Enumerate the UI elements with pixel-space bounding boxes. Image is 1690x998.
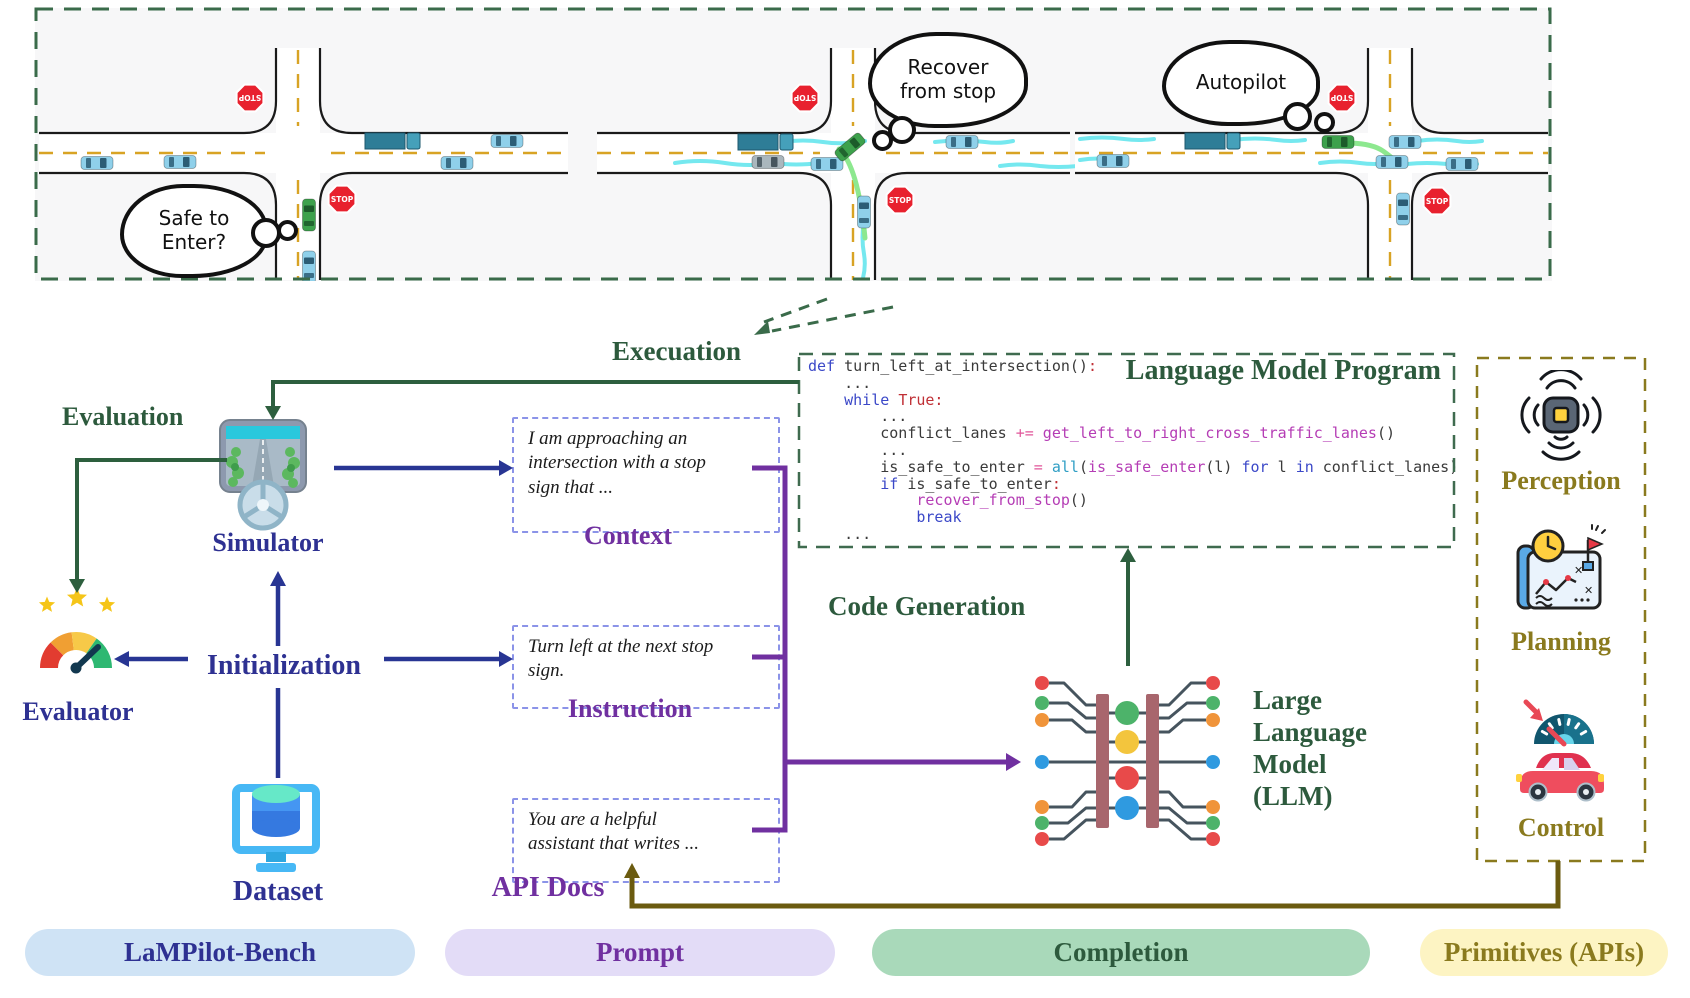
simulator-label: Simulator [212,528,324,557]
svg-text:✕: ✕ [1584,584,1593,597]
svg-text:STOP: STOP [889,196,912,205]
bubble-puff [277,220,298,241]
llm-label-line: (LLM) [1253,781,1333,811]
initialization-label: Initialization [206,650,361,681]
bubble-puff [872,130,893,151]
llm-network-icon [1035,676,1220,846]
svg-text:STOP: STOP [331,195,354,204]
execution-dashed-pointer [763,297,894,333]
bubble-text: Enter? [161,230,227,254]
pill-completion: Completion [872,929,1370,976]
arrowhead [754,321,770,335]
code-generation-label: Code Generation [828,591,1026,621]
program-title: Language Model Program [1125,355,1441,386]
perception-sensor-icon [1520,370,1602,461]
language-model-program-box: Language Model Program def turn_left_at_… [798,353,1458,548]
arrowhead [1120,548,1136,562]
api-docs-label: API Docs [491,872,605,903]
svg-text:STOP: STOP [1426,197,1449,206]
bubble-puff [1283,102,1312,131]
svg-text:STOP: STOP [793,93,816,102]
arrowhead [499,460,513,476]
instruction-text: Turn left at the next stop sign. [528,636,714,682]
context-label: Context [583,521,673,550]
llm-label-line: Language [1253,717,1368,747]
thought-bubble-recover-from-stop: Recover from stop [868,32,1028,128]
svg-text:STOP: STOP [1330,93,1353,102]
arrowhead [499,651,513,667]
context-box: I am approaching an intersection with a … [512,417,780,533]
execution-label: Execuation [612,336,742,366]
llm-label: Large Language Model (LLM) [1253,684,1367,812]
evaluation-label: Evaluation [62,402,184,431]
pill-lampilot-bench: LaMPilot-Bench [25,929,415,976]
llm-label-line: Model [1253,749,1327,779]
pill-primitives: Primitives (APIs) [1420,929,1668,976]
instruction-label: Instruction [567,694,693,723]
bubble-text: Safe to [158,206,230,231]
dataset-icon [232,784,320,872]
api-docs-box: You are a helpful assistant that writes … [512,798,780,883]
control-label: Control [1517,813,1605,842]
bubble-puff [1314,112,1335,133]
api-docs-text: You are a helpful assistant that writes … [528,809,700,855]
perception-label: Perception [1501,466,1621,495]
llm-label-line: Large [1253,685,1322,715]
control-car-icon [1516,699,1604,802]
arrowhead [270,571,286,586]
svg-text:STOP: STOP [238,93,261,102]
planning-map-icon: ✕✕ [1516,524,1606,610]
bubble-text: Autopilot [1195,70,1287,95]
planning-label: Planning [1511,627,1611,656]
bubble-text: from stop [899,79,997,103]
bubble-text: Recover [907,55,989,80]
simulator-icon [219,419,307,531]
thought-bubble-safe-to-enter: Safe to Enter? [120,184,268,278]
execution-loop-line [271,380,799,408]
context-text: I am approaching an intersection with a … [528,428,706,498]
evaluator-gauge-icon [38,588,116,674]
arrowhead [1006,753,1021,771]
pill-prompt: Prompt [445,929,835,976]
svg-text:✕: ✕ [1574,564,1583,577]
evaluation-line [75,458,227,581]
dataset-label: Dataset [232,876,324,907]
evaluator-label: Evaluator [22,697,134,726]
